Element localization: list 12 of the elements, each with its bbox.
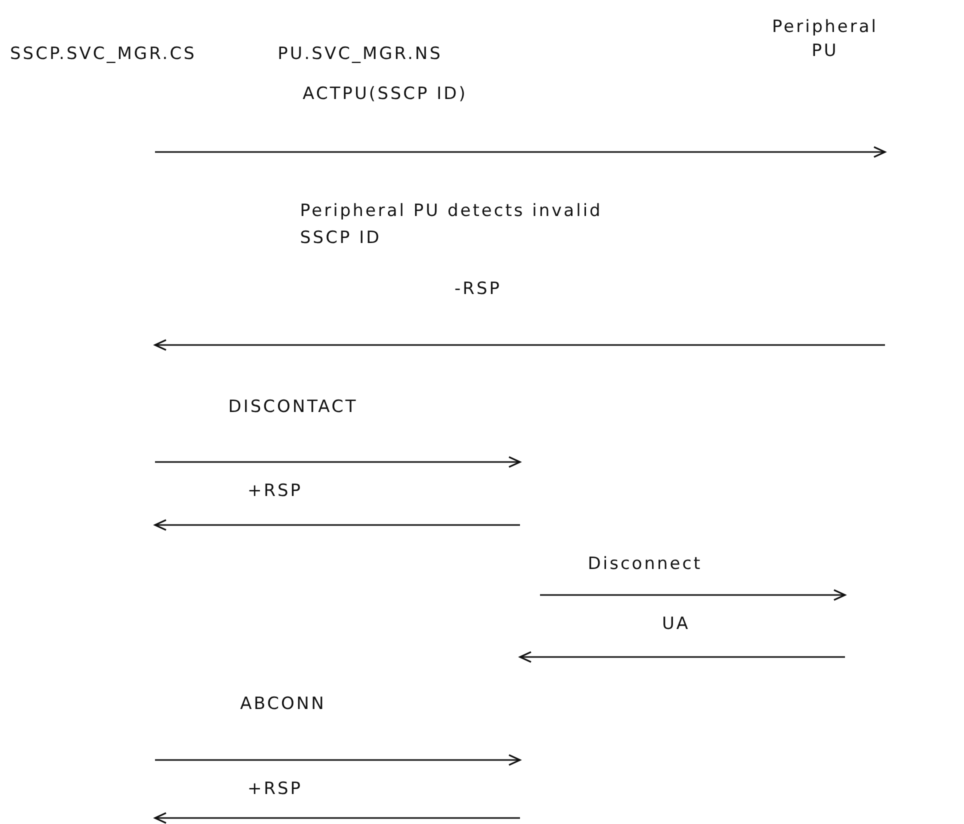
message-label: Disconnect: [588, 554, 702, 574]
message-label: ABCONN: [240, 694, 326, 714]
note-text: Peripheral PU detects invalid SSCP ID: [300, 200, 604, 250]
message-label: UA: [662, 614, 690, 634]
message-label: +RSP: [247, 779, 303, 799]
message-label: -RSP: [454, 279, 502, 299]
participant-label: Peripheral PU: [771, 16, 879, 63]
participant-label: SSCP.SVC_MGR.CS: [10, 43, 198, 66]
message-label: +RSP: [247, 481, 303, 501]
message-label: DISCONTACT: [228, 397, 358, 417]
participant-label: PU.SVC_MGR.NS: [276, 43, 444, 66]
message-label: ACTPU(SSCP ID): [302, 84, 468, 104]
